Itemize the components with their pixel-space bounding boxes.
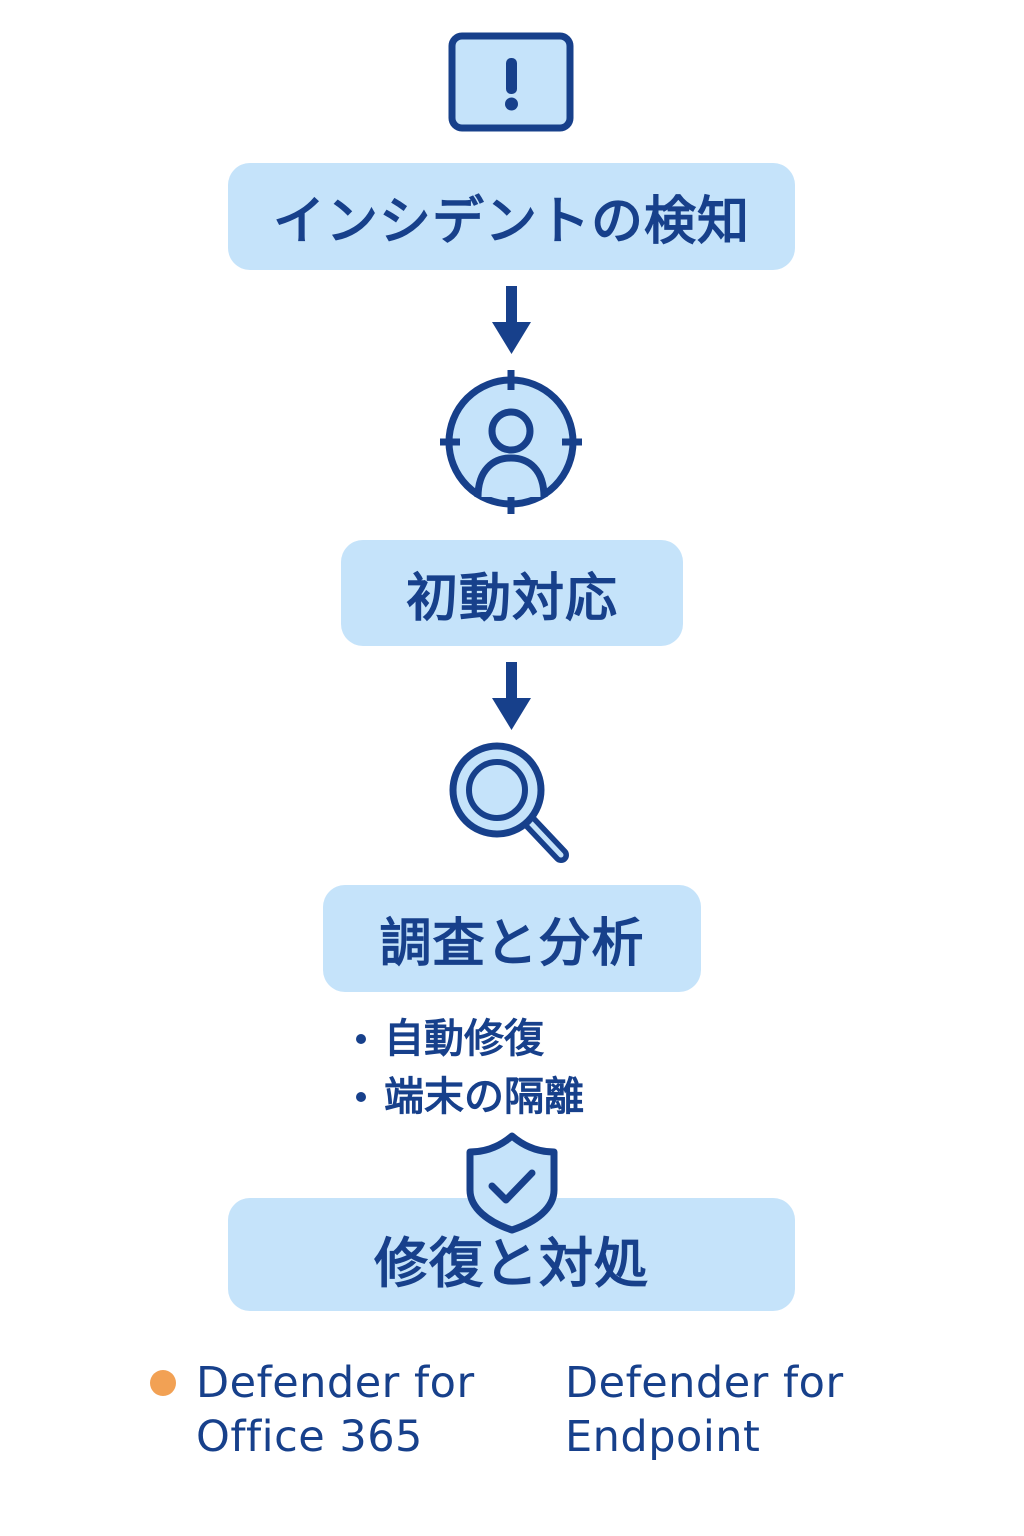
step-remediate-label: 修復と対処 (374, 1232, 649, 1295)
step-investigate: 調査と分析 (323, 885, 701, 992)
legend-marker (150, 1370, 176, 1396)
step-investigate-label: 調査と分析 (379, 914, 645, 974)
step-initial: 初動対応 (341, 540, 683, 646)
bullet (356, 1092, 366, 1102)
product-office365: Defender for Office 365 (196, 1358, 475, 1462)
bullet (356, 1034, 366, 1044)
action-list: 自動修復 端末の隔離 (356, 1010, 584, 1126)
list-item: 端末の隔離 (356, 1068, 584, 1126)
step-initial-label: 初動対応 (405, 568, 618, 629)
list-item: 自動修復 (356, 1010, 584, 1068)
product-endpoint: Defender for Endpoint (565, 1358, 844, 1462)
step-detect-label: インシデントの検知 (272, 192, 750, 252)
step-remediate: 修復と対処 (228, 1198, 795, 1311)
step-detect: インシデントの検知 (228, 163, 795, 270)
